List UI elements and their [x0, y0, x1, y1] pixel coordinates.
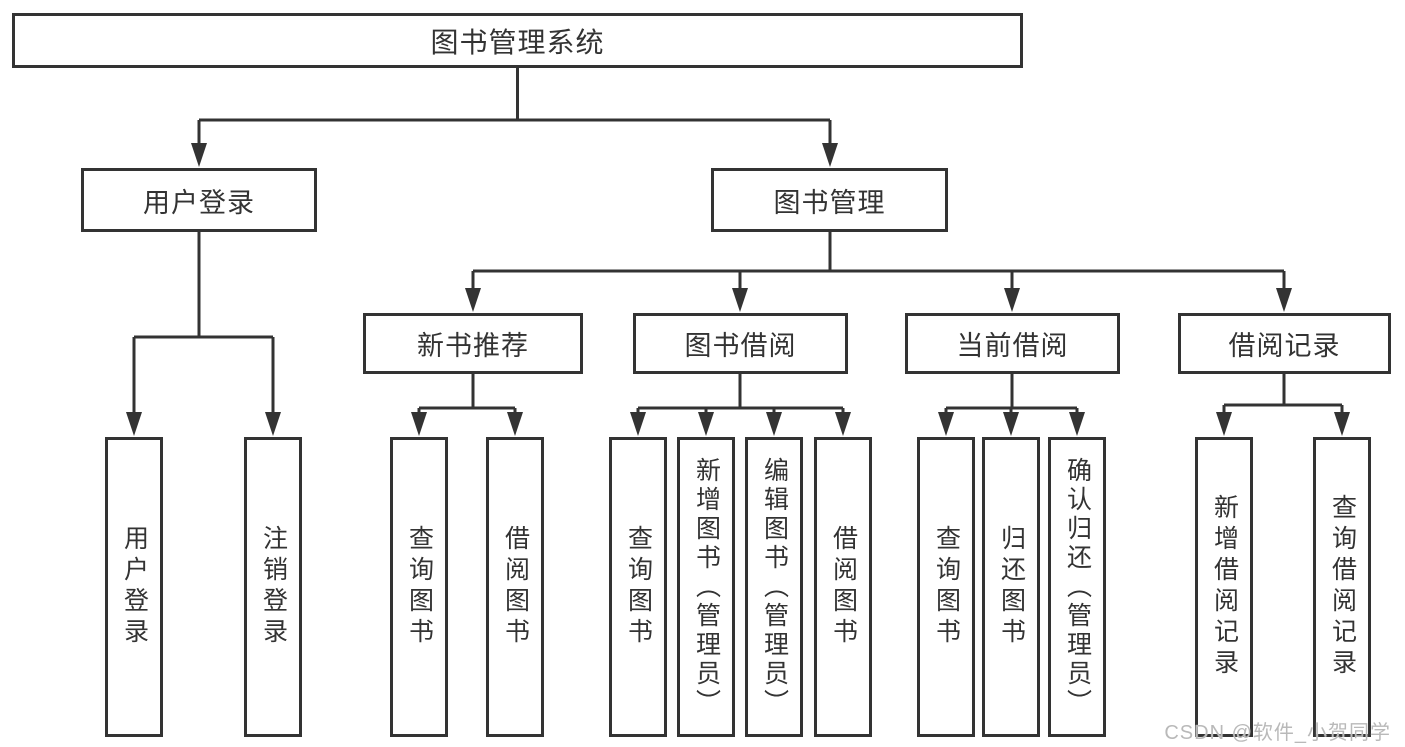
- leaf-add-borrow-record: 新增借阅记录: [1195, 437, 1253, 737]
- node-library-system: 图书管理系统: [12, 13, 1023, 68]
- leaf-return-books: 归还图书: [982, 437, 1040, 737]
- node-new-book-recommendation-label: 新书推荐: [417, 331, 529, 361]
- node-book-borrowing-label: 图书借阅: [684, 331, 797, 361]
- node-book-management-label: 图书管理: [773, 187, 886, 218]
- node-current-borrowing-label: 当前借阅: [956, 331, 1069, 361]
- leaf-borrow-books-recommend: 借阅图书: [486, 437, 544, 737]
- node-borrowing-records-label: 借阅记录: [1228, 331, 1341, 361]
- leaf-edit-book-admin: 编辑图书（管理员）: [745, 437, 803, 737]
- node-book-management: 图书管理: [711, 168, 948, 232]
- leaf-logout: 注销登录: [244, 437, 302, 737]
- leaf-query-borrow-record: 查询借阅记录: [1313, 437, 1371, 737]
- node-new-book-recommendation: 新书推荐: [363, 313, 583, 374]
- node-library-system-label: 图书管理系统: [430, 26, 605, 58]
- watermark-text: CSDN @软件_小贺同学: [1164, 722, 1391, 744]
- leaf-user-login: 用户登录: [105, 437, 163, 737]
- leaf-borrow-books-borrowing: 借阅图书: [814, 437, 872, 737]
- node-book-borrowing: 图书借阅: [633, 313, 848, 374]
- node-borrowing-records: 借阅记录: [1178, 313, 1391, 374]
- leaf-query-books-recommend: 查询图书: [390, 437, 448, 737]
- leaf-query-books-borrowing: 查询图书: [609, 437, 667, 737]
- leaf-query-books-current: 查询图书: [917, 437, 975, 737]
- node-current-borrowing: 当前借阅: [905, 313, 1120, 374]
- leaf-add-book-admin: 新增图书（管理员）: [677, 437, 735, 737]
- node-user-login-label: 用户登录: [143, 187, 255, 218]
- leaf-confirm-return-admin: 确认归还（管理员）: [1048, 437, 1106, 737]
- node-user-login: 用户登录: [81, 168, 317, 232]
